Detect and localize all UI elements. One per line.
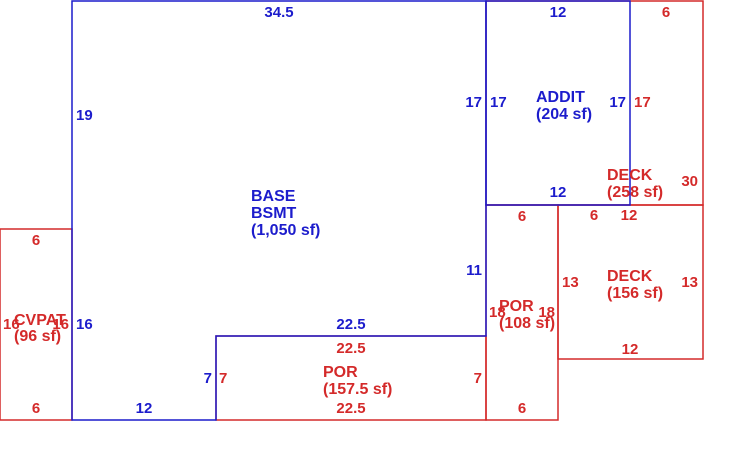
dim-addit-left: 17 [490, 94, 507, 111]
dim-por-large-bottom: 22.5 [336, 400, 365, 417]
dim-deck-upper-right: 30 [681, 173, 698, 190]
dim-addit-right: 17 [609, 94, 626, 111]
dim-deck-lower-bottom: 12 [622, 341, 639, 358]
dim-addit-bottom: 12 [550, 184, 567, 201]
dim-por-small-right: 18 [538, 304, 555, 321]
base-name-1: BASE [251, 188, 296, 205]
dim-deck-lower-right: 13 [681, 274, 698, 291]
addit-name: ADDIT [536, 89, 585, 106]
dim-base-right-upper: 17 [465, 94, 482, 111]
dim-por-large-top: 22.5 [336, 340, 365, 357]
deck-upper-name: DECK [607, 167, 653, 184]
dim-addit-top: 12 [550, 4, 567, 21]
dim-cvpat-left: 16 [3, 316, 20, 333]
cvpat-name: CVPAT [14, 312, 66, 329]
main-areas [71, 0, 631, 421]
base-area: (1,050 sf) [251, 222, 320, 239]
dim-deck-upper-left: 17 [634, 94, 651, 111]
deck-lower-area: (156 sf) [607, 285, 663, 302]
cvpat-area: (96 sf) [14, 328, 61, 345]
por-small-area: (108 sf) [499, 315, 555, 332]
dim-base-left-lower: 16 [76, 316, 93, 333]
dim-deck-upper-bottom-a: 6 [590, 207, 598, 224]
dim-cvpat-top: 6 [32, 232, 40, 249]
por-large-area: (157.5 sf) [323, 381, 392, 398]
deck-lower-name: DECK [607, 268, 653, 285]
dim-base-left: 19 [76, 107, 93, 124]
dimension-labels: 34.5 19 17 11 16 12 7 22.5 12 17 17 12 6… [3, 4, 698, 417]
dim-deck-lower-left: 13 [562, 274, 579, 291]
dim-base-bottom: 12 [136, 400, 153, 417]
dim-por-large-right: 7 [474, 370, 482, 387]
dim-por-large-left: 7 [219, 370, 227, 387]
dim-cvpat-right: 16 [52, 316, 69, 333]
dim-cvpat-bottom: 6 [32, 400, 40, 417]
dim-por-small-bottom: 6 [518, 400, 526, 417]
dim-base-top: 34.5 [264, 4, 293, 21]
deck-upper-outline [485, 0, 704, 206]
dim-por-small-left: 18 [489, 304, 506, 321]
deck-upper-area: (258 sf) [607, 184, 663, 201]
dim-deck-upper-bottom-b: 12 [621, 207, 638, 224]
dim-deck-upper-top: 6 [662, 4, 670, 21]
por-large-name: POR [323, 364, 358, 381]
dim-base-right-lower: 11 [466, 262, 482, 279]
dim-base-notch-side: 7 [204, 370, 212, 387]
por-small-name: POR [499, 298, 534, 315]
dim-por-small-top: 6 [518, 208, 526, 225]
addit-outline [485, 0, 631, 206]
area-labels: BASE BSMT (1,050 sf) ADDIT (204 sf) DECK… [14, 89, 663, 398]
dim-base-notch-top: 22.5 [336, 316, 365, 333]
base-name-2: BSMT [251, 205, 297, 222]
addit-area: (204 sf) [536, 106, 592, 123]
